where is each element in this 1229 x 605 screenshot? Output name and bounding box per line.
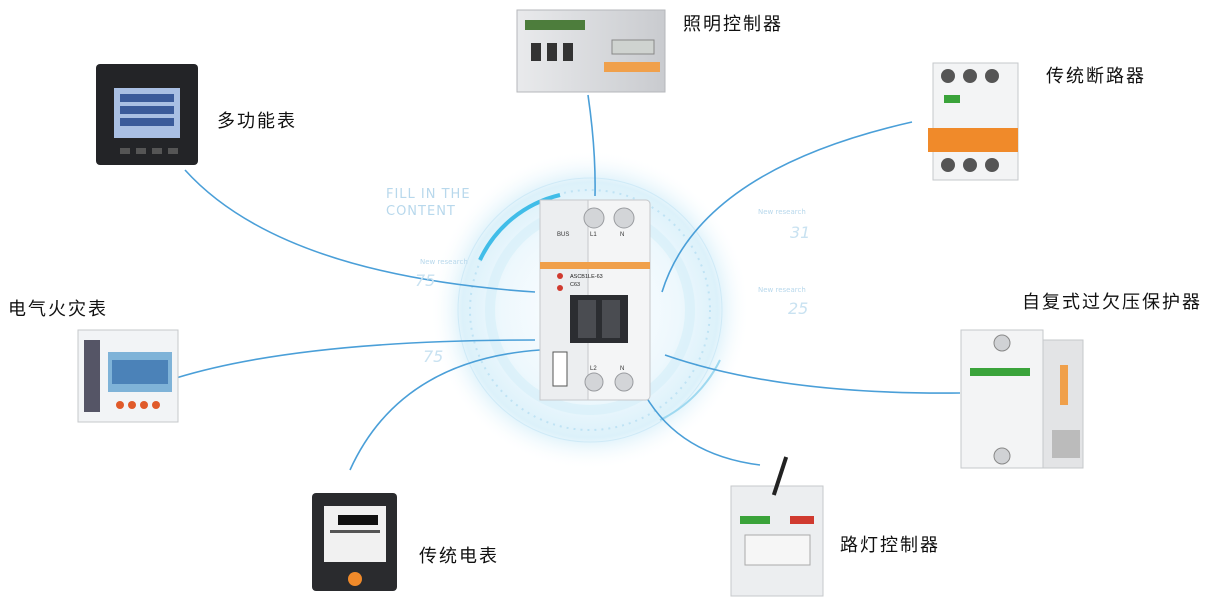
label-electrical-fire-meter: 电气火灾表: [8, 299, 108, 320]
ghost-number: 75: [415, 271, 436, 290]
ghost-number: 75: [423, 347, 444, 366]
line-traditional-breaker: [661, 121, 913, 293]
hub-rating-label: C63: [570, 282, 580, 288]
ghost-caption: New research: [758, 208, 806, 216]
hub-terminal-label: L2: [590, 366, 597, 372]
label-multifunction-meter: 多功能表: [217, 111, 297, 132]
hub-breaker: BUS L1 N L2 N ASCB1LE-63 C63: [539, 199, 651, 401]
label-auto-reset-protector: 自复式过欠压保护器: [1022, 292, 1202, 313]
ghost-number: 31: [790, 223, 811, 242]
ghost-headline: FILL IN THE CONTENT: [386, 186, 471, 220]
hub-terminal-label: N: [620, 232, 624, 238]
label-lighting-controller: 照明控制器: [683, 14, 783, 35]
hub-model-label: ASCB1LE-63: [570, 274, 603, 280]
label-traditional-breaker: 传统断路器: [1046, 66, 1146, 87]
street-light-controller-image: [730, 456, 824, 597]
line-multifunction-meter: [184, 169, 536, 293]
auto-reset-protector-image: [960, 329, 1084, 469]
lighting-controller-image: [516, 9, 666, 93]
line-electrical-fire-meter: [175, 339, 536, 379]
ghost-number: 25: [788, 299, 809, 318]
connector-lines: [175, 94, 961, 471]
electrical-fire-meter-image: [77, 329, 179, 423]
line-street-light-controller: [644, 394, 761, 466]
ghost-headline-line2: CONTENT: [386, 204, 456, 219]
ghost-caption: New research: [420, 258, 468, 266]
ghost-caption: New research: [758, 286, 806, 294]
hub-terminal-label: L1: [590, 232, 597, 238]
label-street-light-controller: 路灯控制器: [840, 535, 940, 556]
line-auto-reset-protector: [664, 354, 961, 394]
line-traditional-meter: [349, 349, 541, 471]
hub-terminal-label: BUS: [557, 232, 569, 238]
label-traditional-meter: 传统电表: [419, 546, 499, 567]
line-lighting-controller: [587, 94, 596, 197]
traditional-meter-image: [312, 493, 397, 591]
ghost-headline-line1: FILL IN THE: [386, 187, 471, 202]
traditional-breaker-image: [928, 62, 1019, 181]
multifunction-meter-image: [96, 64, 198, 165]
hub-terminal-label: N: [620, 366, 624, 372]
